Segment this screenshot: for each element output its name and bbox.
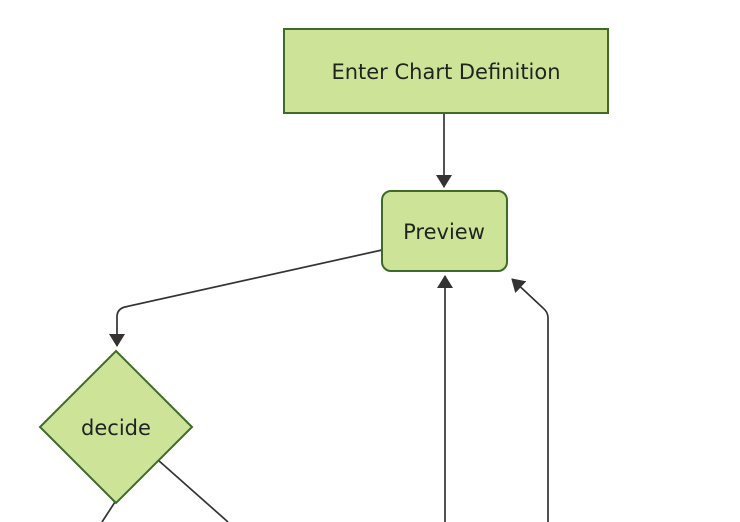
edge-offscreen-right-to-preview <box>511 278 549 522</box>
edge-decide-to-offscreen-left <box>101 501 116 522</box>
edge-preview-to-decide <box>109 249 383 347</box>
node-label-decide: decide <box>81 416 151 440</box>
node-preview <box>381 190 508 272</box>
node-enter-chart-definition <box>283 28 609 114</box>
node-label-preview: Preview <box>403 220 485 244</box>
node-label-enter-chart-definition: Enter Chart Definition <box>331 60 560 84</box>
node-decide <box>38 349 194 505</box>
edge-decide-to-offscreen-right <box>157 459 229 522</box>
